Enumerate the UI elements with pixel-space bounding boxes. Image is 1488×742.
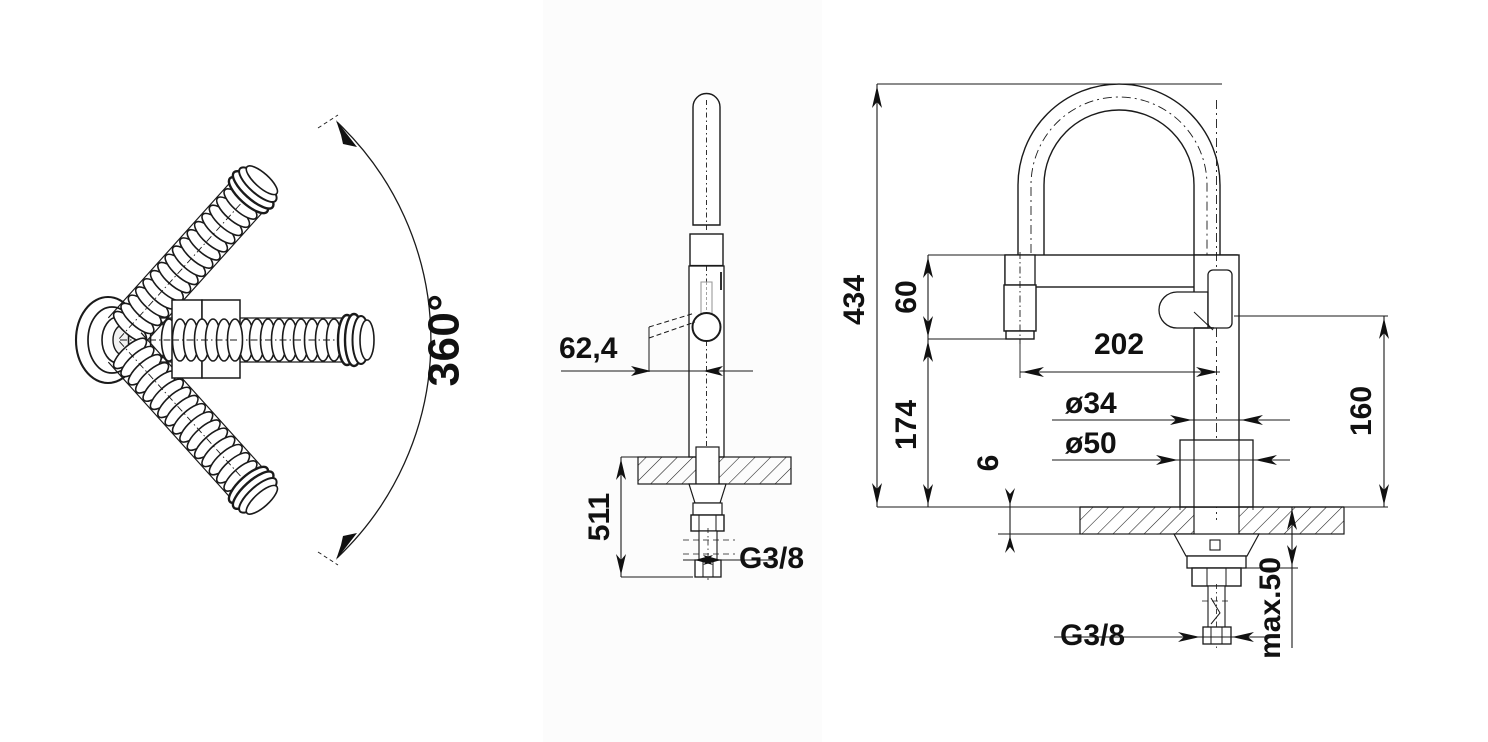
front-view-svg: 62,4 xyxy=(543,78,822,742)
dimension-62-4-group: 62,4 xyxy=(559,332,753,376)
front-handle xyxy=(691,272,722,342)
side-mounting-hardware xyxy=(1172,533,1261,648)
plan-collar xyxy=(171,299,244,379)
dimension-60-group: 60 xyxy=(890,254,1018,340)
thread-label-g38-front: G3/8 xyxy=(739,542,804,575)
dimension-160-label: 160 xyxy=(1345,386,1378,436)
plan-view-panel: 360° xyxy=(0,0,543,742)
front-mounting-hardware xyxy=(683,483,735,580)
dimension-434-group: 434 xyxy=(838,83,1222,508)
dimension-160-group: 160 xyxy=(1234,315,1389,508)
dimension-60-label: 60 xyxy=(890,280,923,313)
dimension-max50-group: max.50 xyxy=(1246,507,1298,659)
swivel-arc-annotation xyxy=(317,114,432,566)
dimension-202-group: 202 xyxy=(1019,328,1220,378)
front-handle-swing-leader xyxy=(648,312,696,372)
side-countertop xyxy=(1079,506,1345,535)
side-gooseneck-arch xyxy=(1017,83,1221,272)
dimension-d50-label: ø50 xyxy=(1065,427,1117,460)
swivel-angle-label: 360° xyxy=(420,293,469,386)
thread-callout-g38-side: G3/8 xyxy=(1054,619,1274,652)
side-view-panel: 434 60 174 xyxy=(822,0,1488,742)
plan-spray-head-2 xyxy=(227,165,279,215)
dimension-max50-label: max.50 xyxy=(1254,557,1287,659)
plan-spring-arm-lower xyxy=(107,332,279,515)
front-countertop xyxy=(637,446,792,485)
thread-label-g38-side: G3/8 xyxy=(1060,619,1125,652)
dimension-511-group: 511 xyxy=(583,456,693,578)
dimension-6-label: 6 xyxy=(972,455,1005,472)
plan-spring-arm-upper xyxy=(107,165,279,348)
front-spout-tube xyxy=(692,92,721,232)
dimension-d34-label: ø34 xyxy=(1065,387,1117,420)
side-view-svg: 434 60 174 xyxy=(838,83,1389,659)
plan-spray-head-1 xyxy=(336,312,375,368)
dimension-d34-group: ø34 xyxy=(1052,387,1290,430)
thread-callout-g38-front: G3/8 xyxy=(683,542,804,575)
dimension-174-label: 174 xyxy=(890,400,923,450)
side-spray-head xyxy=(1003,252,1037,344)
dimension-174-group: 174 xyxy=(890,339,1080,508)
plan-spray-head-3 xyxy=(227,465,279,515)
dimension-511-label: 511 xyxy=(583,493,616,541)
side-lever-handle xyxy=(1158,269,1233,331)
dimension-62-4-label: 62,4 xyxy=(559,332,618,365)
dimension-202-label: 202 xyxy=(1094,328,1144,361)
dimension-434-label: 434 xyxy=(838,275,871,325)
front-view-panel: 62,4 xyxy=(543,0,822,742)
dimension-6-group: 6 xyxy=(972,455,1084,553)
plan-view-svg: 360° xyxy=(74,114,469,566)
dimension-d50-group: ø50 xyxy=(1052,427,1290,510)
side-base-flange xyxy=(1179,439,1254,508)
